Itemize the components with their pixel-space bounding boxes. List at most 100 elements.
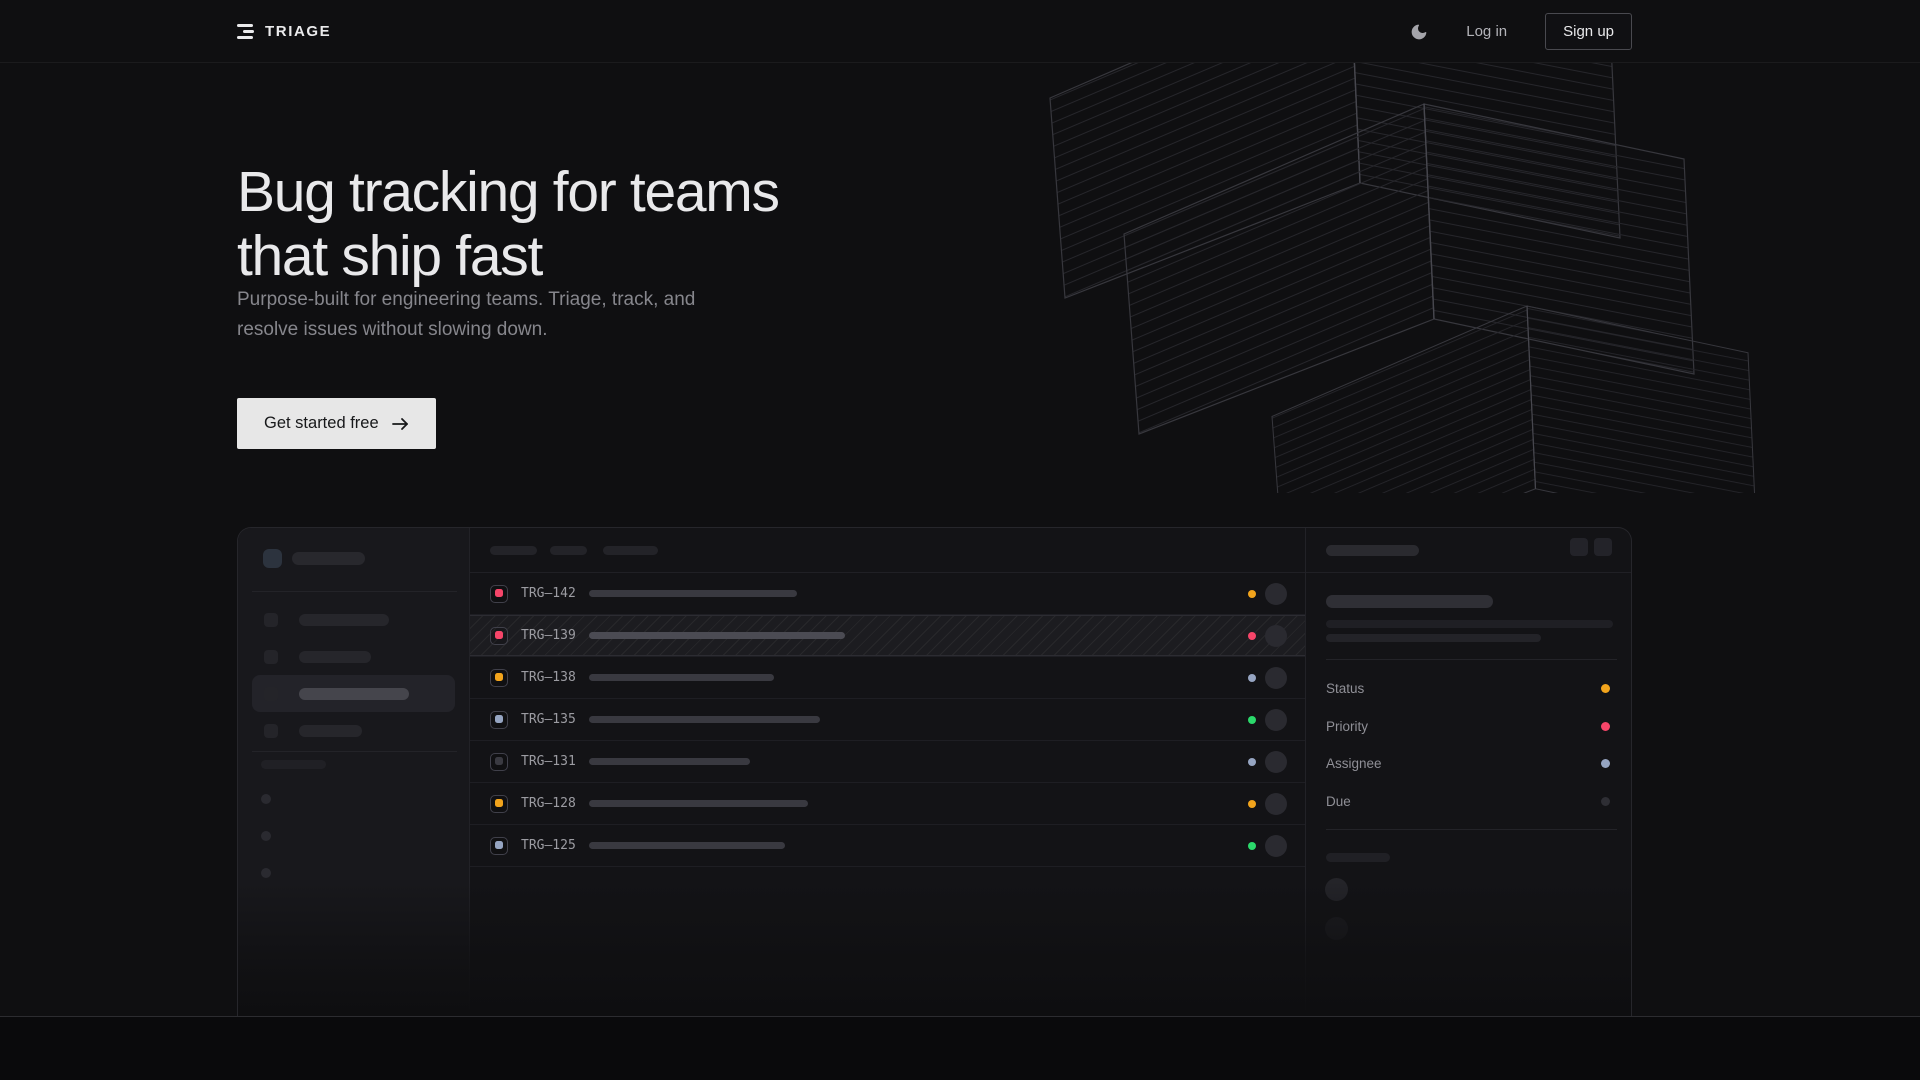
workspace-avatar: [263, 549, 282, 568]
issue-row: TRG–139: [470, 615, 1305, 657]
sidebar-nav-item-active: [252, 675, 455, 712]
issue-type-icon: [490, 794, 508, 813]
issue-id: TRG–142: [521, 586, 576, 601]
issue-type-icon: [490, 836, 508, 855]
brand-name: TRIAGE: [265, 23, 332, 40]
nav-right: Log in Sign up: [1410, 0, 1632, 63]
sidebar-dot: [261, 794, 271, 804]
detail-section-skeleton: [1326, 853, 1390, 862]
detail-header: [1306, 528, 1631, 573]
moon-icon: [1411, 24, 1427, 39]
triage-bars-icon: [237, 24, 254, 39]
sidebar-nav-item: [252, 638, 455, 675]
detail-field-label: Assignee: [1326, 756, 1382, 772]
filter-skeleton: [603, 545, 658, 555]
detail-field-row: Due: [1326, 783, 1610, 821]
assignee-avatar: [1265, 792, 1287, 815]
workspace-name-skeleton: [292, 552, 365, 565]
status-dot: [1248, 673, 1256, 682]
hero-subtitle: Purpose-built for engineering teams. Tri…: [237, 289, 696, 340]
detail-text-skeleton: [1326, 634, 1541, 642]
app-mockup: TRG–142 TRG–139 TRG–138 TRG–135 TRG–131: [237, 527, 1632, 1016]
issue-row: TRG–128: [470, 783, 1305, 825]
assignee-avatar: [1265, 750, 1287, 773]
sidebar-divider: [252, 751, 457, 752]
sidebar-section-skeleton: [261, 760, 326, 769]
issue-type-icon: [490, 584, 508, 603]
status-dot: [1248, 841, 1256, 850]
detail-header-button-skeleton: [1570, 538, 1588, 556]
assignee-avatar: [1265, 582, 1287, 605]
status-dot: [1248, 631, 1256, 640]
filter-skeleton: [550, 545, 587, 555]
wireframe-slabs-decoration: [1049, 63, 1758, 493]
issue-rows: TRG–142 TRG–139 TRG–138 TRG–135 TRG–131: [470, 573, 1305, 867]
detail-field-label: Priority: [1326, 718, 1369, 734]
detail-header-button-skeleton: [1594, 538, 1612, 556]
detail-field-row: Assignee: [1326, 745, 1610, 783]
issue-row: TRG–138: [470, 657, 1305, 699]
issue-title-skeleton: [589, 800, 808, 807]
issue-id: TRG–125: [521, 838, 576, 853]
sidebar-dot: [261, 868, 271, 878]
issue-id: TRG–131: [521, 754, 576, 769]
issue-title-skeleton: [589, 758, 750, 765]
comment-avatar-skeleton: [1325, 878, 1348, 901]
status-dot: [1248, 799, 1256, 808]
sidebar-nav-item: [252, 712, 455, 749]
issue-title-skeleton: [589, 842, 785, 849]
issue-id: TRG–128: [521, 796, 576, 811]
theme-toggle-button[interactable]: [1410, 23, 1428, 41]
sidebar-divider: [252, 591, 457, 592]
status-dot: [1248, 757, 1256, 766]
detail-field-dot: [1601, 721, 1610, 731]
issue-row: TRG–135: [470, 699, 1305, 741]
assignee-avatar: [1265, 708, 1287, 731]
issue-title-skeleton: [589, 674, 774, 681]
brand-logo[interactable]: TRIAGE: [237, 23, 331, 40]
issue-list-header: [470, 528, 1305, 573]
nav-left: TRIAGE: [237, 0, 331, 63]
mockup-issue-list: TRG–142 TRG–139 TRG–138 TRG–135 TRG–131: [470, 528, 1306, 1016]
assignee-avatar: [1265, 834, 1287, 857]
mockup-workspace: [263, 549, 365, 568]
assignee-avatar: [1265, 666, 1287, 689]
issue-type-icon: [490, 668, 508, 687]
detail-field-dot: [1601, 759, 1610, 769]
detail-field-row: Status: [1326, 670, 1610, 708]
issue-type-icon: [490, 626, 508, 645]
issue-row: TRG–125: [470, 825, 1305, 867]
get-started-button[interactable]: Get started free: [237, 398, 436, 449]
issue-title-skeleton: [589, 632, 845, 639]
detail-divider: [1326, 829, 1617, 830]
issue-type-icon: [490, 710, 508, 729]
sidebar-nav-item: [252, 601, 455, 638]
status-dot: [1248, 589, 1256, 598]
detail-field-dot: [1601, 796, 1610, 806]
detail-field-dot: [1601, 684, 1610, 694]
login-link[interactable]: Log in: [1466, 23, 1508, 40]
detail-header-skeleton: [1326, 545, 1419, 556]
issue-title-skeleton: [589, 590, 797, 597]
mockup-detail-panel: Status Priority Assignee Due: [1306, 528, 1631, 1016]
status-dot: [1248, 715, 1256, 724]
detail-divider: [1326, 659, 1617, 660]
issue-id: TRG–139: [521, 628, 576, 643]
filter-skeleton: [490, 545, 537, 555]
top-nav: TRIAGE Log in Sign up: [0, 0, 1920, 63]
assignee-avatar: [1265, 624, 1287, 647]
sidebar-dot: [261, 831, 271, 841]
detail-text-skeleton: [1326, 620, 1613, 628]
detail-field-row: Priority: [1326, 708, 1610, 746]
signup-button[interactable]: Sign up: [1545, 13, 1632, 50]
footer-band: [0, 1016, 1920, 1080]
arrow-right-icon: [391, 417, 408, 430]
detail-title-skeleton: [1326, 595, 1493, 608]
detail-field-label: Due: [1326, 793, 1351, 809]
issue-title-skeleton: [589, 716, 820, 723]
issue-row: TRG–131: [470, 741, 1305, 783]
detail-field-label: Status: [1326, 681, 1365, 697]
